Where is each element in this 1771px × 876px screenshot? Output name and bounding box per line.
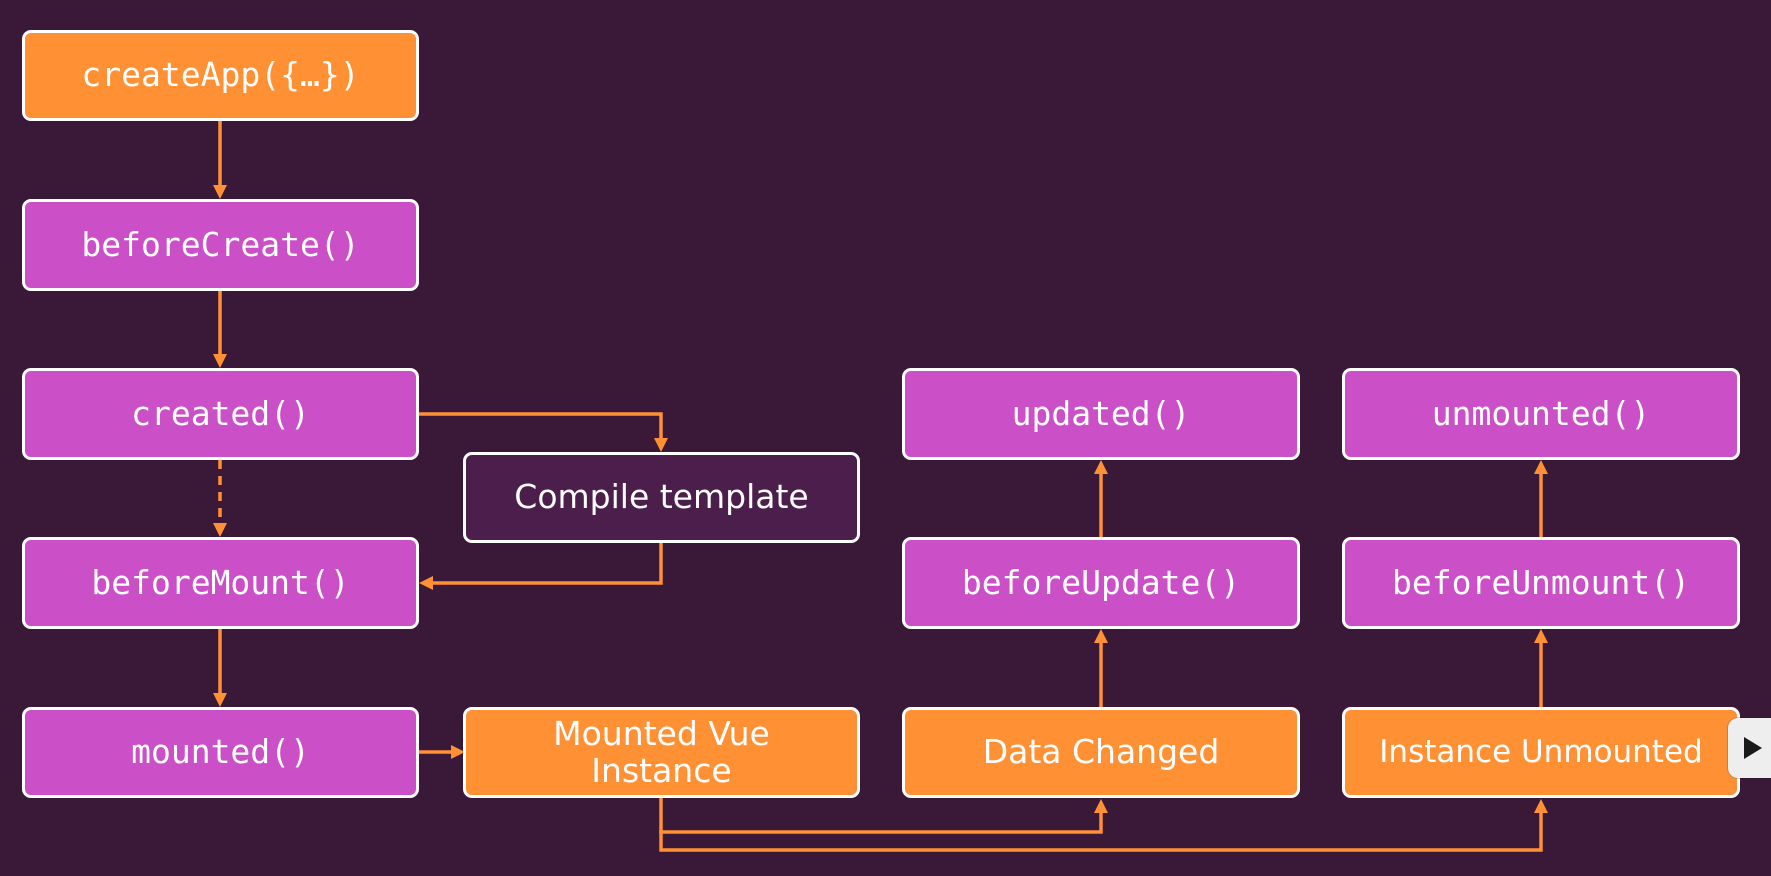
compile-template-node: Compile template	[463, 452, 860, 543]
beforeunmount-hook-node: beforeUnmount()	[1342, 537, 1740, 629]
arrowhead-to-vue-instance	[451, 745, 465, 759]
arrowhead-to-updated	[1094, 460, 1108, 474]
updated-hook-node: updated()	[902, 368, 1300, 460]
connector-created-to-compile-template	[417, 412, 663, 441]
connector-vue-instance-to-data-changed	[659, 795, 1103, 834]
arrowhead-to-instance-unmounted	[1534, 799, 1548, 813]
created-hook-node: created()	[22, 368, 419, 460]
mounted-vue-instance-node: Mounted Vue Instance	[463, 707, 860, 798]
connector-compile-template-to-beforemount	[431, 541, 663, 585]
arrowhead-to-beforemount	[213, 523, 227, 537]
mounted-hook-node: mounted()	[22, 707, 419, 798]
data-changed-node: Data Changed	[902, 707, 1300, 798]
play-button[interactable]	[1728, 718, 1771, 778]
unmounted-hook-node: unmounted()	[1342, 368, 1740, 460]
arrowhead-to-data-changed	[1094, 799, 1108, 813]
arrowhead-to-beforeupdate	[1094, 629, 1108, 643]
instance-unmounted-node: Instance Unmounted	[1342, 707, 1740, 798]
arrowhead-to-mounted	[213, 693, 227, 707]
beforemount-hook-node: beforeMount()	[22, 537, 419, 629]
arrowhead-to-created	[213, 354, 227, 368]
arrowhead-to-beforeunmount	[1534, 629, 1548, 643]
play-icon	[1743, 737, 1762, 759]
arrowhead-compile-to-beforemount	[419, 576, 433, 590]
beforeupdate-hook-node: beforeUpdate()	[902, 537, 1300, 629]
arrowhead-to-compile-template	[654, 438, 668, 452]
arrowhead-to-unmounted	[1534, 460, 1548, 474]
beforecreate-hook-node: beforeCreate()	[22, 199, 419, 291]
connector-vue-instance-to-instance-unmounted	[659, 811, 1543, 852]
arrowhead-to-beforecreate	[213, 185, 227, 199]
createapp-node: createApp({…})	[22, 30, 419, 121]
